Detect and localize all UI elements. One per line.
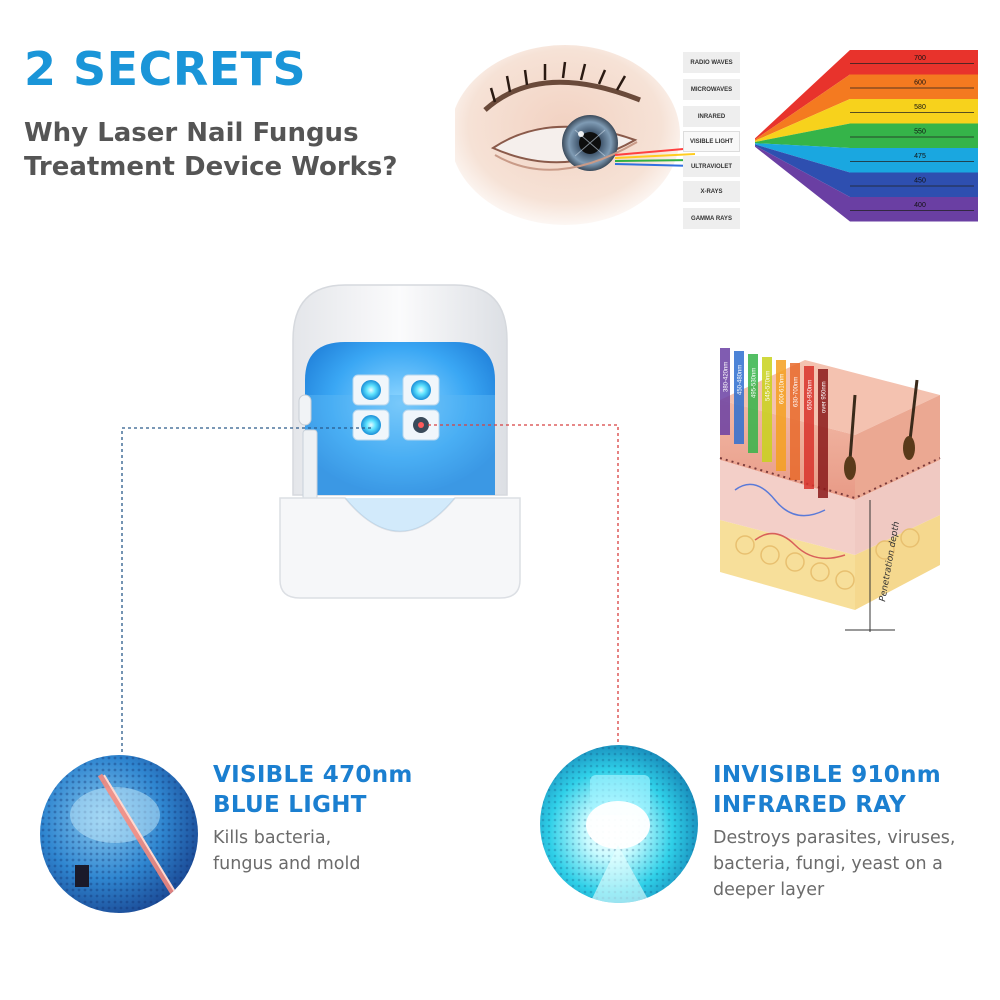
wavelength-label: 380-420nm bbox=[724, 362, 730, 392]
spectrum-label-radio: RADIO WAVES bbox=[683, 52, 740, 73]
laser-device bbox=[279, 284, 521, 599]
spectrum-fan: 700 600 580 550 475 450 400 bbox=[755, 50, 978, 222]
wavelength-label: 630-700nm bbox=[794, 377, 800, 407]
spectrum-label-xrays: X-RAYS bbox=[683, 181, 740, 202]
spectrum-band bbox=[755, 145, 978, 222]
spectrum-label-gamma: GAMMA RAYS bbox=[683, 208, 740, 229]
spectrum-band-value: 700 bbox=[914, 55, 926, 62]
wavelength-beam bbox=[762, 357, 772, 462]
wavelength-beam bbox=[720, 348, 730, 435]
wavelength-beam bbox=[734, 351, 744, 444]
spectrum-label-microwaves: MICROWAVES bbox=[683, 79, 740, 100]
spectrum-band-value: 600 bbox=[914, 80, 926, 87]
headline: 2 SECRETS bbox=[24, 42, 307, 96]
subheadline: Why Laser Nail Fungus Treatment Device W… bbox=[24, 118, 398, 182]
wavelength-beam bbox=[790, 363, 800, 480]
wavelength-beam bbox=[804, 366, 814, 489]
spectrum-band bbox=[755, 99, 978, 142]
spectrum-label-ultraviolet: ULTRAVIOLET bbox=[683, 156, 740, 177]
wavelength-label: 600-610nm bbox=[780, 374, 786, 404]
wavelength-label: 450-480nm bbox=[738, 365, 744, 395]
spectrum-band bbox=[755, 144, 978, 197]
spectrum-label-infrared: INRARED bbox=[683, 106, 740, 127]
blue-light-title: VISIBLE 470nm BLUE LIGHT bbox=[213, 762, 413, 818]
wavelength-beam bbox=[776, 360, 786, 471]
skin-diagram: 380-420nm 450-480nm 495-530nm 545-570nm 600-… bbox=[719, 348, 941, 632]
spectrum-band-value: 400 bbox=[914, 202, 926, 209]
infrared-title: INVISIBLE 910nm INFRARED RAY bbox=[713, 762, 942, 818]
wavelength-beam bbox=[748, 354, 758, 453]
spectrum-band bbox=[755, 50, 978, 140]
spectrum-label-visible: VISIBLE LIGHT bbox=[683, 131, 740, 152]
wavelength-label: 650-950nm bbox=[808, 380, 814, 410]
wavelength-label: 495-530nm bbox=[752, 368, 758, 398]
spectrum-band bbox=[755, 123, 978, 148]
blue-light-description: Kills bacteria, fungus and mold bbox=[213, 828, 361, 874]
spectrum-band-value: 550 bbox=[914, 129, 926, 136]
wavelength-label: 545-570nm bbox=[766, 371, 772, 401]
spectrum-band-value: 475 bbox=[914, 153, 926, 160]
blue-light-closeup-image bbox=[40, 755, 198, 913]
spectrum-band bbox=[755, 143, 978, 173]
infrared-closeup-image bbox=[540, 745, 698, 903]
spectrum-band-value: 450 bbox=[914, 178, 926, 185]
wavelength-beam bbox=[818, 369, 828, 498]
infrared-description: Destroys parasites, viruses, bacteria, f… bbox=[713, 828, 956, 900]
spectrum-band bbox=[755, 74, 978, 141]
wavelength-label: over 950nm bbox=[822, 381, 828, 413]
spectrum-band-value: 580 bbox=[914, 104, 926, 111]
eye-illustration bbox=[450, 30, 696, 230]
